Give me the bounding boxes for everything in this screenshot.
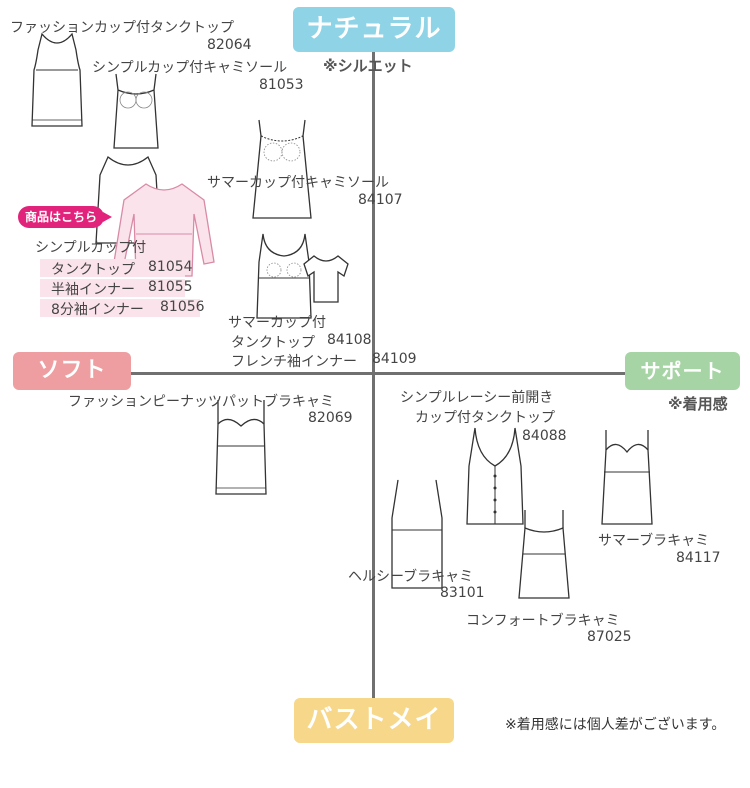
product-name-84107: サマーカップ付キャミソール xyxy=(207,175,389,191)
product-code-84088: 84088 xyxy=(522,428,567,444)
product-name-82064: ファッションカップ付タンクトップ xyxy=(10,20,234,36)
product-name-84088: シンプルレーシー前開き xyxy=(400,390,554,406)
product-code-81055: 81055 xyxy=(148,279,193,295)
product-line-81054: タンクトップ xyxy=(51,262,135,278)
product-code-84109: 84109 xyxy=(372,351,417,367)
garment-83101-image[interactable] xyxy=(388,478,446,590)
garment-84107-image[interactable] xyxy=(247,118,317,220)
axis-label-support: サポート xyxy=(625,352,740,390)
garment-87025-image[interactable] xyxy=(513,508,575,600)
product-line-81055: 半袖インナー xyxy=(51,282,135,298)
product-line-84109: フレンチ袖インナー xyxy=(231,354,357,370)
garment-84108-image[interactable] xyxy=(255,232,313,320)
highlight-row-3 xyxy=(40,299,200,317)
product-code-81053: 81053 xyxy=(259,77,304,93)
product-name-84117: サマーブラキャミ xyxy=(598,533,710,549)
product-code-81056: 81056 xyxy=(160,299,205,315)
product-name-83101: ヘルシーブラキャミ xyxy=(348,569,474,585)
garment-82064-image[interactable] xyxy=(28,30,86,130)
product-name-81054-group: シンプルカップ付 xyxy=(35,240,147,256)
product-code-82069: 82069 xyxy=(308,410,353,426)
vertical-axis xyxy=(372,48,375,708)
garment-82069-image[interactable] xyxy=(208,398,274,496)
product-code-81054: 81054 xyxy=(148,259,193,275)
product-code-84107: 84107 xyxy=(358,192,403,208)
axis-note-silhouette: ※シルエット xyxy=(323,57,413,75)
highlight-row-1 xyxy=(40,259,185,277)
axis-label-bustmake: バストメイク xyxy=(294,698,454,780)
product-code-84117: 84117 xyxy=(676,550,721,566)
product-name-82069: ファッションピーナッツパットブラキャミ xyxy=(68,394,334,410)
garment-84117-image[interactable] xyxy=(598,428,656,526)
product-link-badge[interactable]: 商品はこちら xyxy=(18,206,112,228)
product-name-81053: シンプルカップ付キャミソール xyxy=(92,60,288,76)
garment-84088-image[interactable] xyxy=(465,426,525,526)
axis-note-fit: ※着用感 xyxy=(668,395,728,413)
highlight-row-2 xyxy=(40,279,185,297)
product-code-87025: 87025 xyxy=(587,629,632,645)
garment-81056-image[interactable] xyxy=(112,182,216,278)
product-name-87025: コンフォートブラキャミ xyxy=(466,613,620,629)
garment-84109-image[interactable] xyxy=(302,254,350,304)
product-line-81056: 8分袖インナー xyxy=(51,302,144,318)
product-code-83101: 83101 xyxy=(440,585,485,601)
horizontal-axis xyxy=(120,372,640,375)
product-code-84108: 84108 xyxy=(327,332,372,348)
product-name-84088-line2: カップ付タンクトップ xyxy=(415,410,555,426)
product-line-84108: タンクトップ xyxy=(231,335,315,351)
axis-label-soft: ソフト xyxy=(13,352,131,390)
product-code-82064: 82064 xyxy=(207,37,252,53)
product-name-84108-group: サマーカップ付 xyxy=(228,315,326,331)
garment-81053-image[interactable] xyxy=(106,72,166,150)
axis-label-natural: ナチュラル xyxy=(293,7,455,52)
footnote: ※着用感には個人差がございます。 xyxy=(505,717,726,733)
